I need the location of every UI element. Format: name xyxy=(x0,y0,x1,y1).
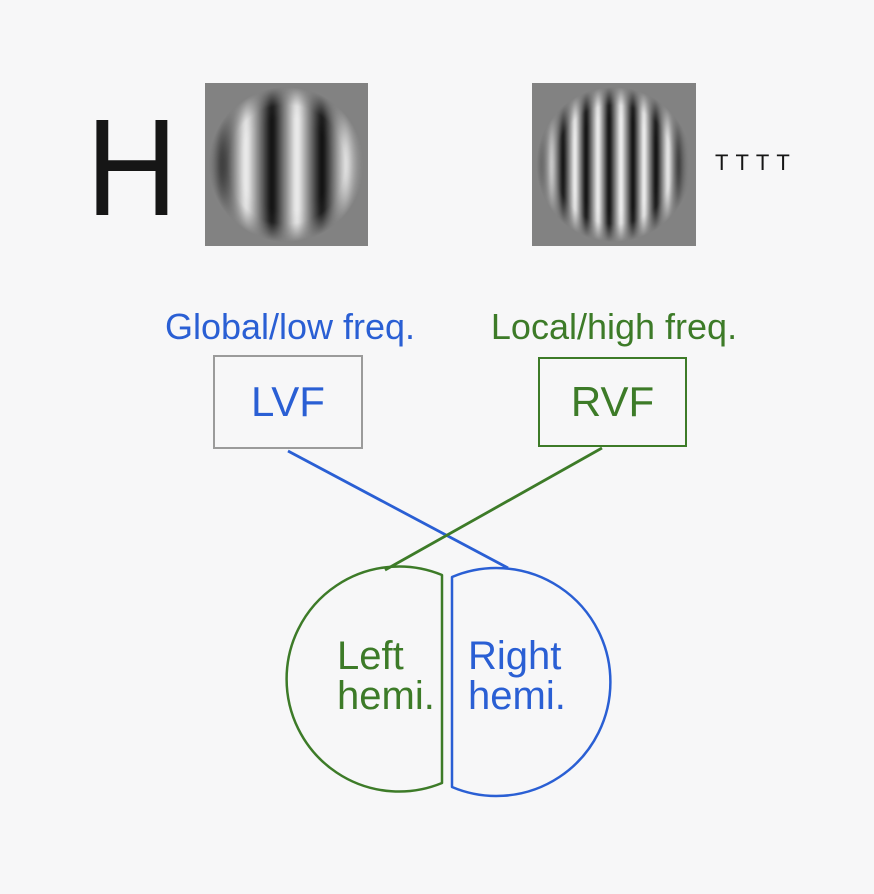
high-frequency-gabor-patch xyxy=(532,83,696,246)
left-hemisphere-outline xyxy=(285,565,444,793)
rvf-to-left-hemisphere-line xyxy=(384,446,603,572)
rvf-label: RVF xyxy=(570,378,655,425)
low-frequency-gabor-patch xyxy=(205,83,368,246)
low-frequency-grating-icon xyxy=(205,83,368,246)
left-hemisphere-label-line2: hemi. xyxy=(337,674,435,718)
high-frequency-grating-icon xyxy=(532,83,696,246)
right-hemisphere-outline xyxy=(450,566,612,798)
rvf-box: RVF xyxy=(538,357,687,447)
lvf-box: LVF xyxy=(213,355,363,449)
left-hemisphere-label: Left hemi. xyxy=(337,636,435,716)
distractor-letters-t: TTTT xyxy=(715,150,797,175)
right-hemisphere-label-line2: hemi. xyxy=(468,674,566,718)
right-hemisphere-label-line1: Right xyxy=(468,634,562,678)
local-high-freq-label: Local/high freq. xyxy=(490,306,738,347)
right-hemisphere-label: Right hemi. xyxy=(468,636,566,716)
lvf-label: LVF xyxy=(251,378,325,425)
global-low-freq-label: Global/low freq. xyxy=(164,306,416,347)
lvf-to-right-hemisphere-line xyxy=(287,449,509,570)
global-letter-h: H xyxy=(86,91,178,245)
left-hemisphere-label-line1: Left xyxy=(337,634,404,678)
